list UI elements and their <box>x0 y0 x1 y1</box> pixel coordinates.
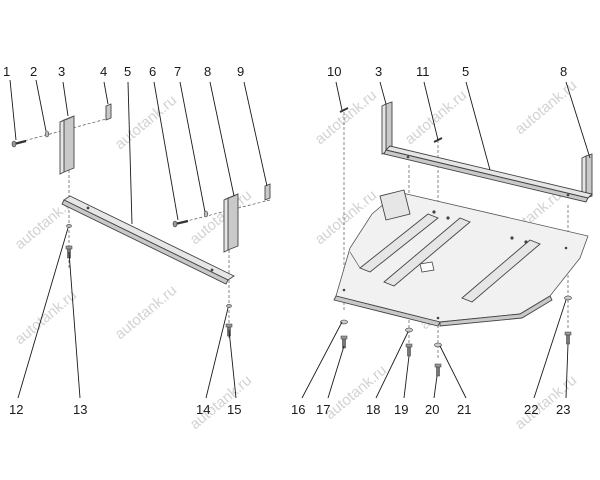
callout-label: 22 <box>524 402 538 417</box>
bolt-part-23 <box>564 331 572 345</box>
bolt-part-20 <box>434 363 442 377</box>
washer-part-22 <box>564 295 572 301</box>
bolt-part-17 <box>340 335 348 349</box>
watermark-text: autotank.ru <box>12 287 80 348</box>
callout-label: 5 <box>124 64 131 79</box>
callout-label: 8 <box>204 64 211 79</box>
callout-label: 2 <box>30 64 37 79</box>
callout-label: 21 <box>457 402 471 417</box>
callout-label: 20 <box>425 402 439 417</box>
callout-label: 3 <box>58 64 65 79</box>
callout-labels: 1 2 3 4 5 6 7 8 9 10 3 11 5 8 12 13 14 1… <box>3 64 570 417</box>
left-assembly <box>9 79 271 399</box>
callout-label: 16 <box>291 402 305 417</box>
axis-line <box>174 199 271 225</box>
callout-label: 6 <box>149 64 156 79</box>
bracket-part-3-left <box>59 115 75 175</box>
callout-label: 15 <box>227 402 241 417</box>
watermark-text: autotank.ru <box>112 92 180 153</box>
callout-label: 11 <box>416 64 430 79</box>
callout-label: 8 <box>560 64 567 79</box>
bolt-part-19 <box>405 343 413 357</box>
callout-label: 9 <box>237 64 244 79</box>
crossbar-part-5-left <box>61 195 235 285</box>
plate-nut-part-9 <box>264 183 271 201</box>
right-assembly <box>301 81 593 399</box>
callout-label: 5 <box>462 64 469 79</box>
washer-part-7 <box>203 210 209 218</box>
watermark-text: autotank.ru <box>512 77 580 138</box>
callout-label: 7 <box>174 64 181 79</box>
bolt-part-10 <box>339 107 349 113</box>
washer-part-14 <box>226 304 232 308</box>
callout-label: 17 <box>316 402 330 417</box>
washer-part-21 <box>434 342 442 348</box>
callout-label: 4 <box>100 64 107 79</box>
callout-label: 1 <box>3 64 10 79</box>
watermark-text: autotank.ru <box>312 87 380 148</box>
plate-nut-part-4 <box>105 103 112 121</box>
bracket-part-8-left <box>223 193 239 253</box>
callout-label: 18 <box>366 402 380 417</box>
watermark-text: autotank.ru <box>187 187 255 248</box>
callout-label: 13 <box>73 402 87 417</box>
crossbar-part-5-right <box>383 145 593 203</box>
washer-part-16 <box>340 319 348 325</box>
washer-part-18 <box>405 327 413 333</box>
callout-label: 3 <box>375 64 382 79</box>
washer-part-12 <box>66 224 72 228</box>
callout-label: 23 <box>556 402 570 417</box>
callout-label: 10 <box>327 64 341 79</box>
watermark-text: autotank.ru <box>402 87 470 148</box>
bolt-part-6 <box>172 219 189 228</box>
bracket-part-8-right <box>581 153 593 201</box>
watermark-text: autotank.ru <box>112 282 180 343</box>
washer-part-2 <box>44 130 50 138</box>
callout-label: 19 <box>394 402 408 417</box>
bolt-part-1 <box>11 139 27 148</box>
skid-plate <box>333 189 589 327</box>
callout-label: 14 <box>196 402 210 417</box>
callout-label: 12 <box>9 402 23 417</box>
